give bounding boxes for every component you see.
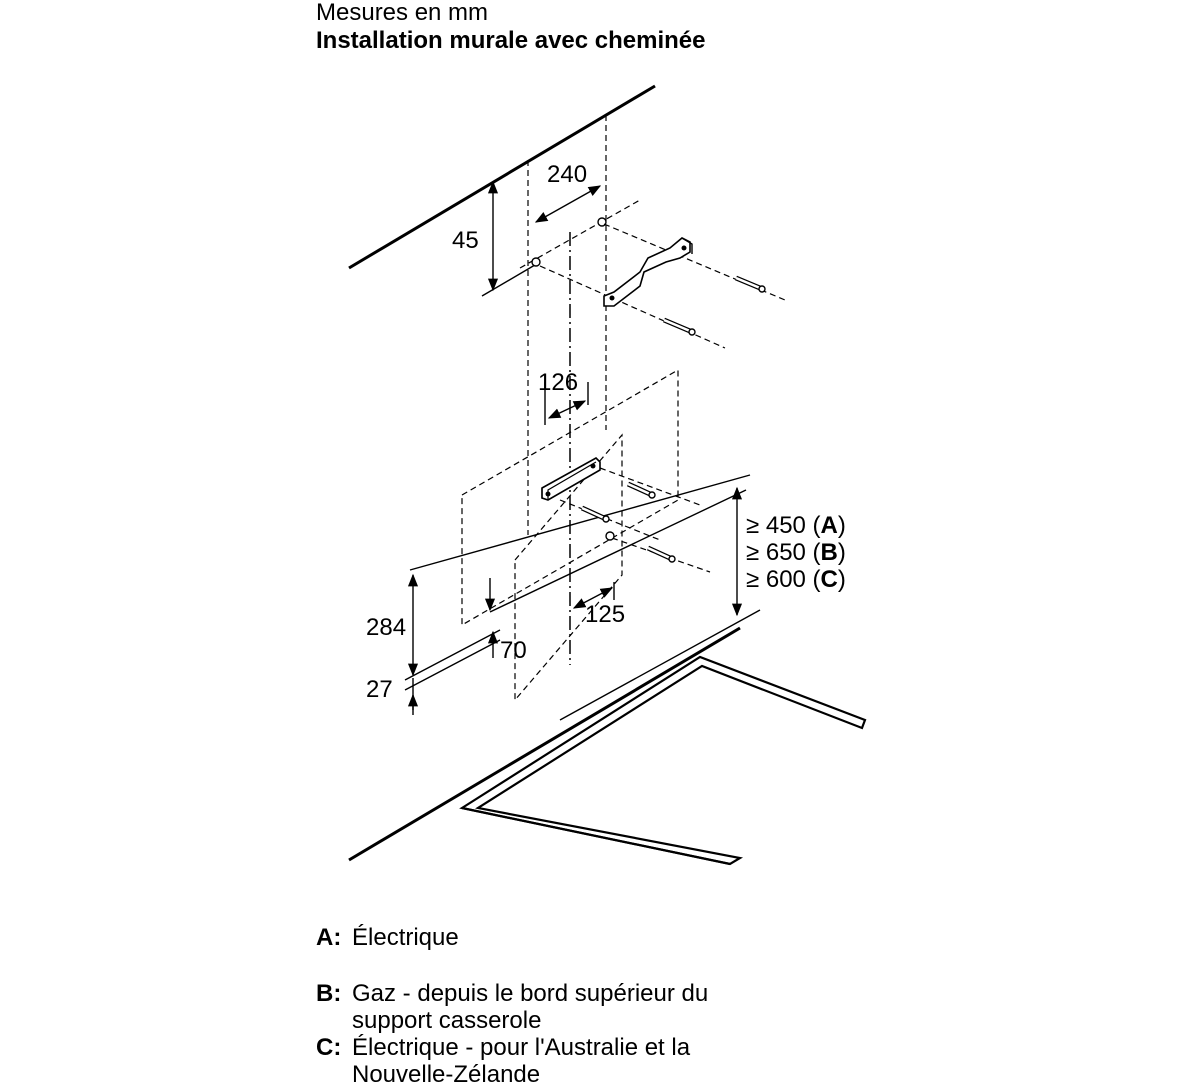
- dimension-125-label: 125: [585, 601, 625, 628]
- dimension-240-arrow: [534, 185, 602, 223]
- dimension-126-label: 126: [538, 369, 578, 396]
- legend-a-key: A:: [316, 924, 341, 951]
- dimension-27-label: 27: [366, 676, 393, 703]
- top-hole-axis: [519, 199, 641, 269]
- top-screw-axis-lower: [539, 265, 726, 349]
- lower-mounting-bracket: [541, 457, 601, 501]
- lower-screw-axis-mid: [559, 499, 661, 541]
- legend-b-line1: Gaz - depuis le bord supérieur du: [352, 980, 708, 1007]
- legend-b-line2: support casserole: [352, 1007, 541, 1034]
- chimney-rear-outline: [461, 368, 679, 627]
- legend-a-text: Électrique: [352, 924, 459, 951]
- lower-screw-axis-upper: [599, 467, 701, 506]
- dimension-126-arrow: [547, 400, 587, 419]
- dimension-45-label: 45: [452, 227, 479, 254]
- ceiling-line: [348, 84, 656, 270]
- lower-hole: [605, 531, 615, 541]
- hood-top-plane-front: [489, 489, 747, 613]
- legend-c-line1: Électrique - pour l'Australie et la: [352, 1034, 691, 1061]
- dimension-125-arrow: [572, 587, 614, 609]
- dimension-70-label: 70: [500, 637, 527, 664]
- clearance-a-label: ≥ 450 (A): [746, 512, 846, 539]
- dimension-240-label: 240: [547, 161, 587, 188]
- legend-c-line2: Nouvelle-Zélande: [352, 1061, 540, 1088]
- lower-screw-right: [626, 481, 656, 499]
- hood-top-plane-back: [409, 474, 751, 571]
- legend-c-key: C:: [316, 1034, 341, 1061]
- cooktop-outline: [348, 626, 867, 866]
- upper-screw-left: [663, 317, 696, 336]
- lower-screw-left: [646, 545, 676, 563]
- dimension-284-label: 284: [366, 614, 406, 641]
- top-left-hole: [531, 257, 541, 267]
- chimney-inner-outline: [514, 433, 623, 702]
- clearance-c-label: ≥ 600 (C): [746, 566, 846, 593]
- legend-b-key: B:: [316, 980, 341, 1007]
- lower-screw-mid: [580, 505, 610, 523]
- dimension-45-extension: [481, 261, 541, 297]
- upper-mounting-bracket: [603, 237, 693, 307]
- diagram-title: Installation murale avec cheminée: [316, 27, 706, 54]
- hood-bottom-line-2: [404, 639, 501, 691]
- hood-bottom-line-1: [404, 629, 501, 681]
- clearance-b-label: ≥ 650 (B): [746, 539, 846, 566]
- clearance-reference-line: [559, 609, 761, 721]
- upper-screw-right: [735, 275, 766, 293]
- units-note: Mesures en mm: [316, 0, 488, 26]
